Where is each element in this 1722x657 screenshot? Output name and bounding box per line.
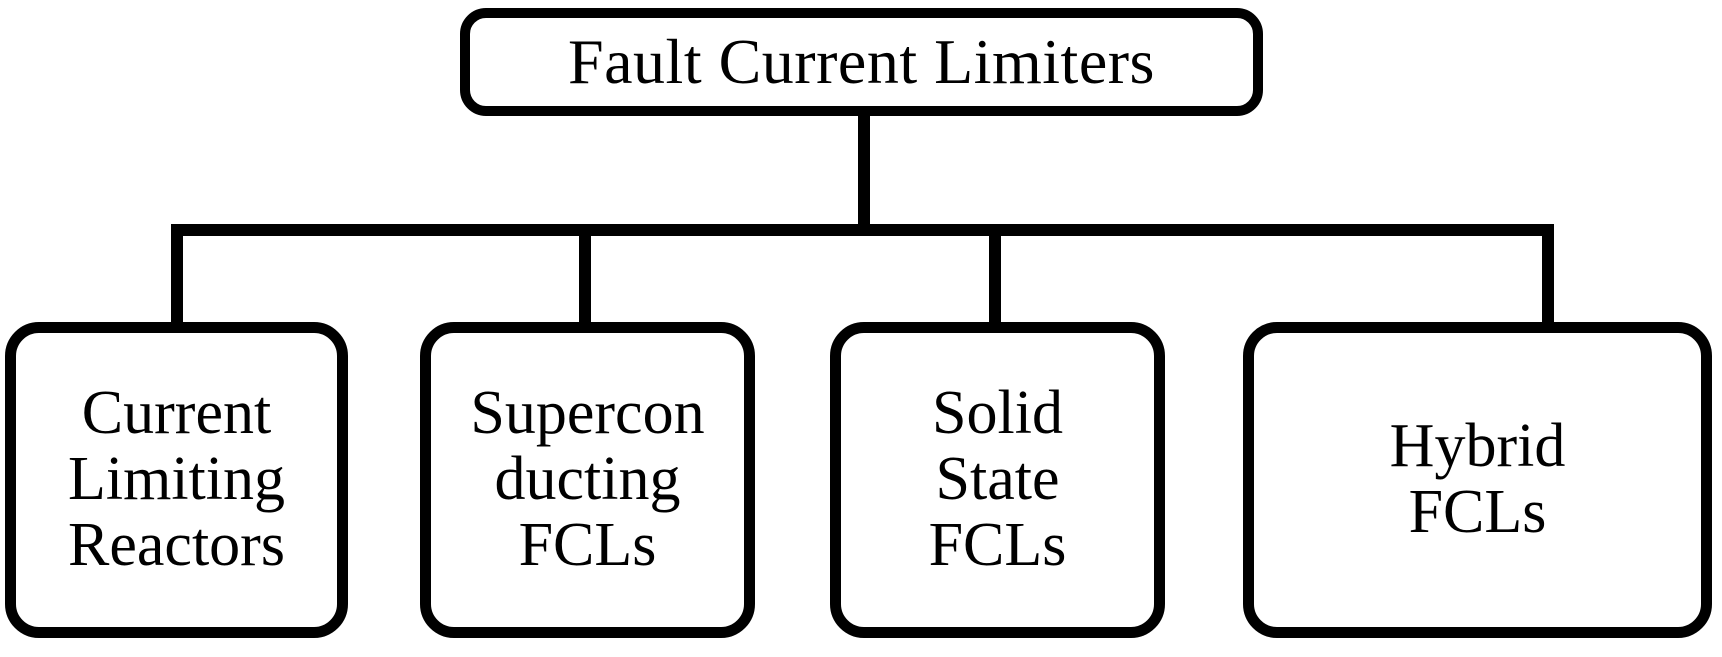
connector-drop-superconducting-fcls [579, 224, 591, 324]
node-label-solid-state-fcls: Solid State FCLs [928, 379, 1067, 579]
node-fault-current-limiters[interactable]: Fault Current Limiters [460, 8, 1263, 116]
connector-root-stem [858, 112, 870, 236]
connector-drop-solid-state-fcls [989, 224, 1001, 324]
connector-horizontal-bus [171, 224, 1554, 236]
connector-drop-current-limiting-reactors [171, 224, 183, 324]
node-hybrid-fcls[interactable]: Hybrid FCLs [1243, 322, 1712, 638]
node-label-fault-current-limiters: Fault Current Limiters [568, 26, 1155, 97]
node-label-current-limiting-reactors: Current Limiting Reactors [68, 379, 285, 579]
node-label-superconducting-fcls: Supercon ducting FCLs [470, 379, 705, 579]
node-label-hybrid-fcls: Hybrid FCLs [1389, 412, 1566, 546]
node-superconducting-fcls[interactable]: Supercon ducting FCLs [420, 322, 755, 638]
node-current-limiting-reactors[interactable]: Current Limiting Reactors [5, 322, 348, 638]
connector-drop-hybrid-fcls [1542, 224, 1554, 324]
node-solid-state-fcls[interactable]: Solid State FCLs [830, 322, 1165, 638]
